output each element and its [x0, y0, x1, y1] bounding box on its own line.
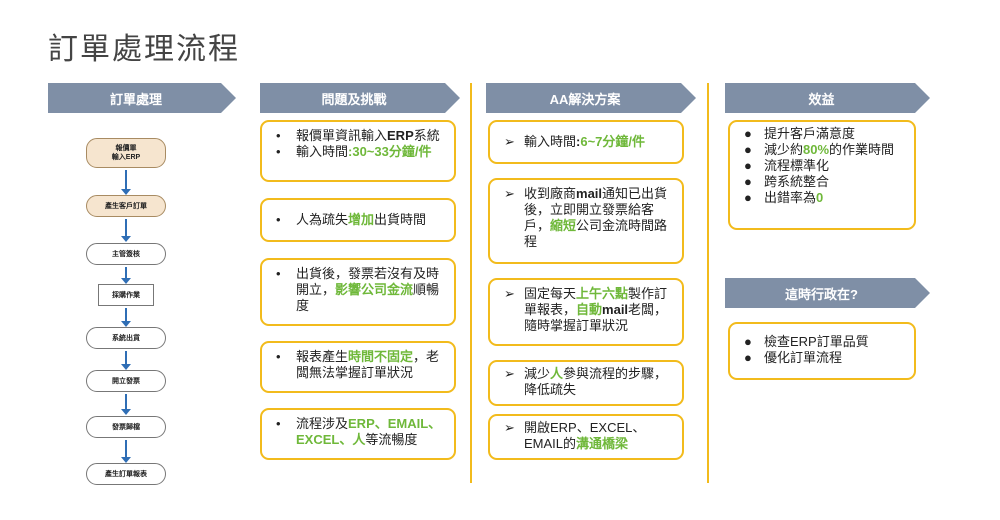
- header-hr: 這時行政在?: [725, 278, 930, 308]
- header-benefit: 效益: [725, 83, 930, 113]
- problem-box-3: •出貨後，發票若沒有及時開立，影響公司金流順暢度: [260, 258, 456, 326]
- list-item: ●減少約80%的作業時間: [744, 142, 895, 157]
- flow-node-quote: 報價單 輸入ERP: [86, 138, 166, 168]
- list-item: ➢開啟ERP、EXCEL、EMAIL的溝通橋梁: [504, 420, 646, 451]
- list-item: ➢固定每天上午六點製作訂單報表，自動mail老闆，隨時掌握訂單狀況: [504, 286, 668, 333]
- flow-arrow: [121, 394, 131, 415]
- list-item: ➢減少人參與流程的步驟，降低疏失: [504, 366, 668, 397]
- header-problems: 問題及挑戰: [260, 83, 460, 113]
- list-item: ●優化訂單流程: [744, 350, 843, 365]
- list-item: •報表產生時間不固定，老闆無法掌握訂單狀況: [276, 349, 440, 380]
- flow-arrow: [121, 308, 131, 327]
- solution-box-4: ➢減少人參與流程的步驟，降低疏失: [488, 360, 684, 406]
- flow-arrow: [121, 267, 131, 284]
- flow-node-invoice-archive: 發票歸檔: [86, 416, 166, 438]
- list-item: •輸入時間:30~33分鐘/件: [276, 144, 432, 159]
- flow-arrow: [121, 351, 131, 370]
- list-item: ●檢查ERP訂單品質: [744, 334, 869, 349]
- solution-box-2: ➢收到廠商mail通知已出貨後，立即開立發票給客戶，縮短公司金流時間路程: [488, 178, 684, 264]
- header-process: 訂單處理: [48, 83, 236, 113]
- divider-1: [470, 83, 472, 483]
- problem-box-4: •報表產生時間不固定，老闆無法掌握訂單狀況: [260, 341, 456, 393]
- solution-box-1: ➢輸入時間:6~7分鐘/件: [488, 120, 684, 164]
- list-item: ●流程標準化: [744, 158, 830, 173]
- flow-arrow: [121, 440, 131, 463]
- problem-box-1: •報價單資訊輸入ERP系統 •輸入時間:30~33分鐘/件: [260, 120, 456, 182]
- flow-node-order-report: 產生訂單報表: [86, 463, 166, 485]
- flow-node-purchasing: 採購作業: [98, 284, 154, 306]
- list-item: ●提升客戶滿意度: [744, 126, 856, 141]
- header-solution: AA解決方案: [486, 83, 696, 113]
- list-item: ➢收到廠商mail通知已出貨後，立即開立發票給客戶，縮短公司金流時間路程: [504, 186, 668, 249]
- flow-arrow: [121, 219, 131, 242]
- flow-node-invoice: 開立發票: [86, 370, 166, 392]
- solution-box-5: ➢開啟ERP、EXCEL、EMAIL的溝通橋梁: [488, 414, 684, 460]
- list-item: ●跨系統整合: [744, 174, 830, 189]
- page-title: 訂單處理流程: [48, 32, 240, 67]
- flow-node-manager-approval: 主管簽核: [86, 243, 166, 265]
- list-item: •出貨後，發票若沒有及時開立，影響公司金流順暢度: [276, 266, 440, 313]
- list-item: •報價單資訊輸入ERP系統: [276, 128, 440, 143]
- solution-box-3: ➢固定每天上午六點製作訂單報表，自動mail老闆，隨時掌握訂單狀況: [488, 278, 684, 346]
- list-item: •人為疏失增加出貨時間: [276, 212, 427, 227]
- flow-node-customer-order: 產生客戶訂單: [86, 195, 166, 217]
- list-item: ●出錯率為0: [744, 190, 824, 205]
- list-item: ➢輸入時間:6~7分鐘/件: [504, 134, 646, 149]
- divider-2: [707, 83, 709, 483]
- flow-node-shipping: 系統出貨: [86, 327, 166, 349]
- problem-box-5: •流程涉及ERP、EMAIL、EXCEL、人等流暢度: [260, 408, 456, 460]
- list-item: •流程涉及ERP、EMAIL、EXCEL、人等流暢度: [276, 416, 442, 447]
- flow-arrow: [121, 170, 131, 195]
- hr-box: ●檢查ERP訂單品質 ●優化訂單流程: [728, 322, 916, 380]
- benefit-box: ●提升客戶滿意度 ●減少約80%的作業時間 ●流程標準化 ●跨系統整合 ●出錯率…: [728, 120, 916, 230]
- problem-box-2: •人為疏失增加出貨時間: [260, 198, 456, 242]
